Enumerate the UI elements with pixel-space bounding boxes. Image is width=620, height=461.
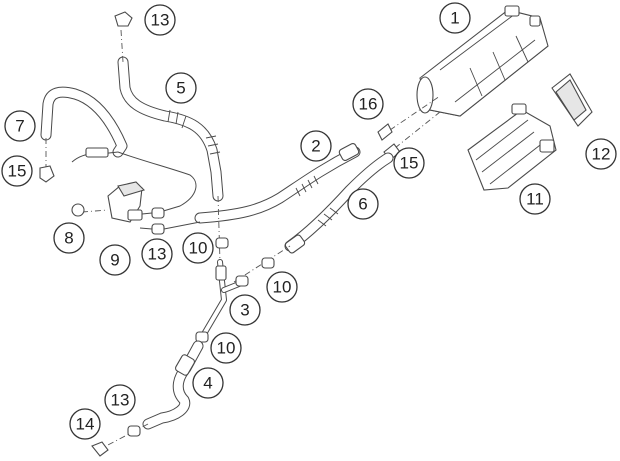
callout-3: 3 — [229, 294, 261, 326]
part-housing — [467, 103, 557, 191]
callout-14: 14 — [69, 408, 101, 440]
part-fitting-16 — [377, 123, 393, 141]
callout-13-top: 13 — [144, 4, 176, 36]
callout-10-middle: 10 — [266, 271, 298, 303]
part-clamp-13-middle-b — [151, 223, 165, 235]
callout-14-label: 14 — [76, 415, 95, 434]
part-clamp-10-right — [261, 257, 275, 269]
part-hose-6 — [284, 152, 394, 254]
callout-10-lower: 10 — [210, 332, 242, 364]
part-hose-4 — [142, 340, 204, 430]
callout-6-label: 6 — [358, 195, 367, 214]
callout-12: 12 — [585, 138, 617, 170]
callout-9-label: 9 — [110, 251, 119, 270]
part-clamp-10-upper — [215, 237, 229, 249]
callout-15-left: 15 — [1, 155, 33, 187]
callout-1: 1 — [439, 2, 471, 34]
callout-13-bottom-label: 13 — [111, 391, 130, 410]
callout-10-upper-label: 10 — [189, 239, 208, 258]
callout-4: 4 — [192, 367, 224, 399]
part-nut-8 — [71, 203, 85, 217]
callout-16-label: 16 — [359, 95, 378, 114]
part-clamp-15-left — [39, 165, 55, 183]
callout-2-label: 2 — [311, 137, 320, 156]
part-clamp-13-middle-a — [151, 207, 165, 219]
callout-8-label: 8 — [64, 229, 73, 248]
part-pad — [551, 73, 593, 127]
callout-6: 6 — [347, 188, 379, 220]
callout-7-label: 7 — [15, 117, 24, 136]
callout-15-left-label: 15 — [8, 162, 27, 181]
part-canister — [416, 5, 549, 117]
callout-8: 8 — [53, 222, 85, 254]
callout-9: 9 — [99, 244, 131, 276]
part-clamp-13-bottom — [127, 425, 141, 437]
part-cap-14 — [91, 441, 109, 457]
callout-10-middle-label: 10 — [273, 278, 292, 297]
callout-13-middle-label: 13 — [148, 245, 167, 264]
callout-15-right: 15 — [393, 147, 425, 179]
part-clamp-10-middle — [235, 275, 249, 287]
part-hose-2 — [194, 142, 361, 224]
callout-1-label: 1 — [450, 9, 459, 28]
callout-12-label: 12 — [592, 145, 611, 164]
part-clamp-13-top — [114, 11, 133, 27]
callout-10-lower-label: 10 — [217, 339, 236, 358]
callout-13-middle: 13 — [141, 238, 173, 270]
callout-13-top-label: 13 — [151, 11, 170, 30]
part-valve — [107, 181, 146, 223]
part-clamp-10-lower — [195, 331, 209, 343]
callout-13-bottom: 13 — [104, 384, 136, 416]
part-hose-7 — [40, 86, 128, 158]
callout-5: 5 — [165, 72, 197, 104]
callout-4-label: 4 — [203, 374, 212, 393]
callout-2: 2 — [300, 130, 332, 162]
callout-10-upper: 10 — [182, 232, 214, 264]
part-hose-5 — [117, 56, 224, 202]
callout-15-right-label: 15 — [400, 154, 419, 173]
callout-3-label: 3 — [240, 301, 249, 320]
callout-16: 16 — [352, 88, 384, 120]
callout-11-label: 11 — [526, 190, 544, 209]
callout-11: 11 — [519, 183, 551, 215]
callout-5-label: 5 — [176, 79, 185, 98]
callout-7: 7 — [4, 110, 36, 142]
